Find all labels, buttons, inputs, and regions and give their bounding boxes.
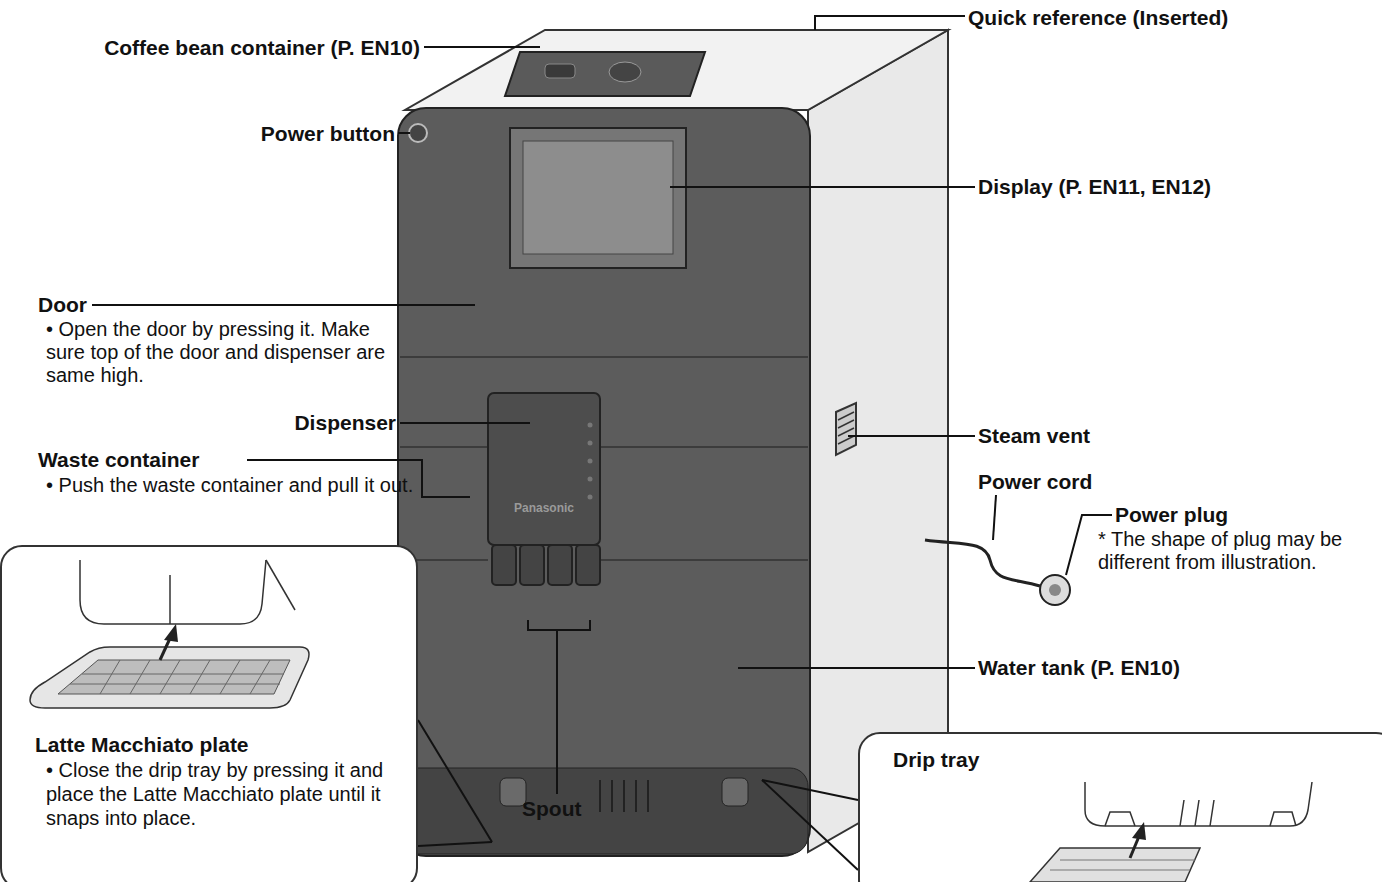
drip-area — [400, 768, 808, 854]
inset-box: Drip tray — [858, 732, 1382, 882]
part-label: Power button — [195, 122, 395, 145]
power-button — [409, 124, 427, 142]
part-label: Display (P. EN11, EN12) — [978, 175, 1378, 198]
part-label: Power cord — [978, 470, 1278, 493]
part-label: • Push the waste container and pull it o… — [46, 474, 416, 497]
drip-grill — [600, 780, 648, 812]
part-label: Quick reference (Inserted) — [968, 6, 1378, 29]
part-label: Spout — [522, 797, 642, 820]
panel-seam — [600, 559, 808, 561]
part-label: Water tank (P. EN10) — [978, 656, 1378, 679]
part-label: Panasonic — [494, 497, 594, 520]
panel-seam — [600, 446, 808, 448]
inset-note: • Close the drip tray by pressing it and… — [46, 758, 408, 830]
display-frame — [510, 128, 686, 268]
steam-vent — [836, 403, 856, 455]
bean-slot — [545, 64, 575, 78]
bean-container — [505, 52, 705, 96]
part-label: * The shape of plug may be different fro… — [1098, 528, 1378, 574]
plug-pin — [1049, 584, 1061, 596]
power-plug — [1040, 575, 1070, 605]
vent-slats — [838, 412, 854, 444]
part-label: Dispenser — [200, 411, 396, 434]
front-panel — [398, 108, 810, 856]
part-label: Power plug — [1115, 503, 1375, 526]
spout-nozzles — [492, 545, 600, 585]
inset-title: Drip tray — [893, 748, 1193, 772]
part-label: Door — [38, 293, 138, 316]
display-screen — [523, 141, 673, 254]
side-panel — [808, 30, 948, 852]
part-label: Waste container — [38, 448, 338, 471]
inset-title: Latte Macchiato plate — [35, 733, 405, 757]
dispenser-lights — [588, 423, 593, 500]
top-panel — [405, 30, 948, 110]
cup-rest — [722, 778, 748, 806]
panel-seam — [400, 446, 488, 448]
power-cord — [925, 540, 1040, 586]
bean-lid — [609, 62, 641, 82]
panel-seam — [400, 356, 808, 358]
part-label: Coffee bean container (P. EN10) — [10, 36, 420, 59]
part-label: • Open the door by pressing it. Make sur… — [46, 318, 391, 387]
inset-box: Latte Macchiato plate• Close the drip tr… — [0, 545, 418, 882]
part-label: Steam vent — [978, 424, 1278, 447]
dispenser-body — [488, 393, 600, 545]
